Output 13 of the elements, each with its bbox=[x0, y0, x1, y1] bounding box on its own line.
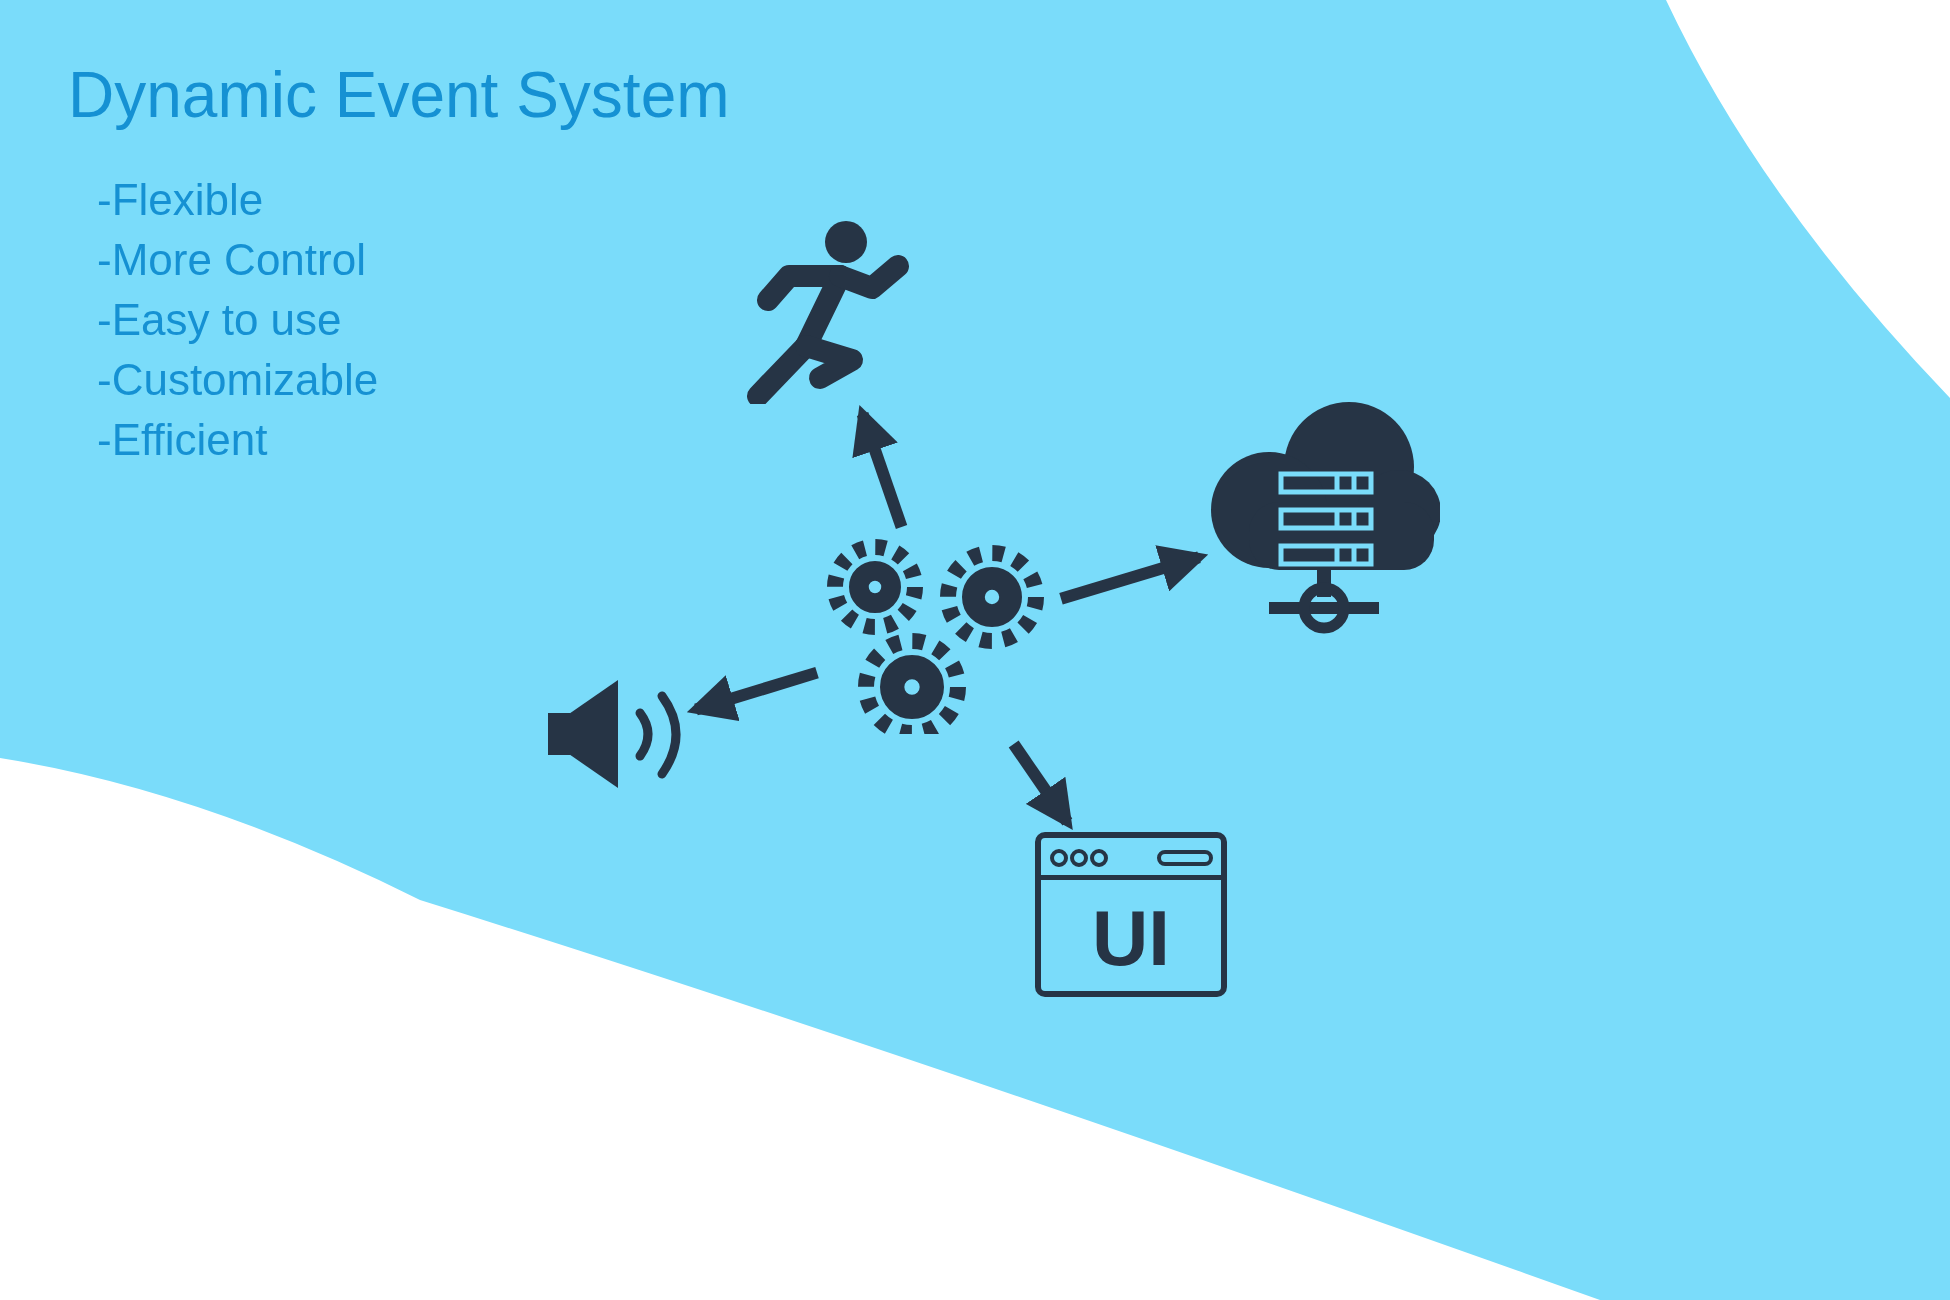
arrow bbox=[1008, 740, 1073, 830]
feature-text: -Flexible bbox=[97, 175, 264, 225]
feature-text: -Efficient bbox=[97, 415, 268, 465]
browser-window bbox=[1035, 832, 1227, 997]
feature-text: -Easy to use bbox=[97, 295, 342, 345]
arrow bbox=[852, 404, 908, 529]
runner-icon bbox=[744, 218, 910, 404]
feature-text: -Customizable bbox=[97, 355, 379, 405]
title: Dynamic Event System bbox=[68, 58, 730, 132]
arrow bbox=[686, 666, 819, 722]
arrow bbox=[1059, 545, 1209, 605]
feature-text: -More Control bbox=[97, 235, 366, 285]
window-label: UI bbox=[1092, 898, 1170, 977]
